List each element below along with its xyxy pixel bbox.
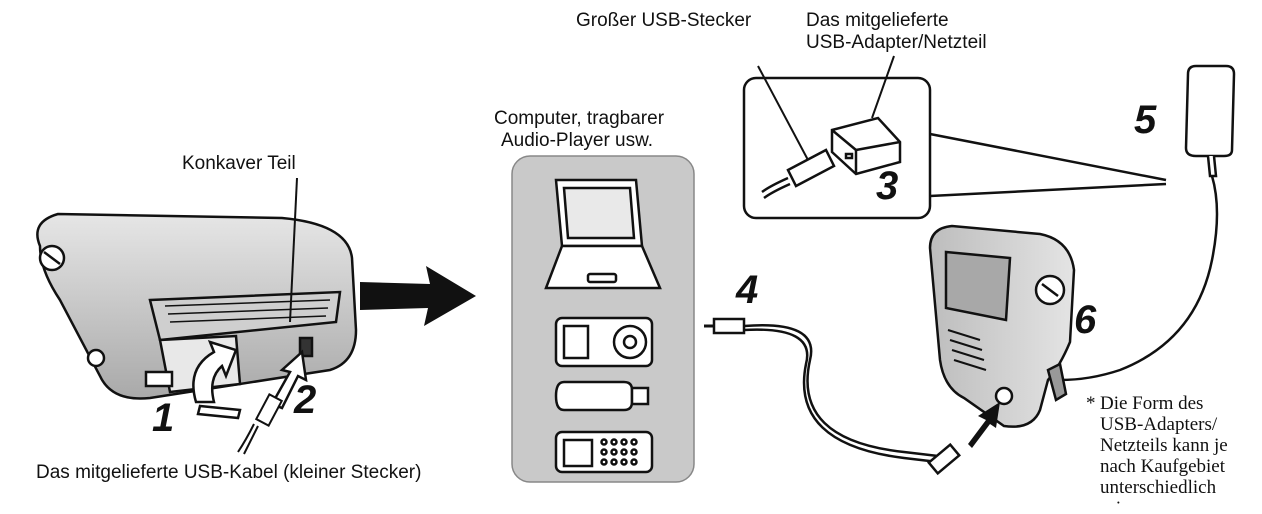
footnote-line: Die Form des xyxy=(1100,393,1204,414)
usb-adapter-icon xyxy=(830,116,902,176)
footnote-line: USB-Adapters/ xyxy=(1100,414,1218,435)
usb-cable-label: Das mitgelieferte USB-Kabel (kleiner Ste… xyxy=(36,462,422,483)
wall-adapter xyxy=(1059,64,1236,382)
footnote: * Die Form des USB-Adapters/ Netzteils k… xyxy=(1086,393,1260,505)
usb-stick-icon xyxy=(554,380,650,412)
main-direction-arrow xyxy=(360,266,476,326)
footnote-line: sein. xyxy=(1100,498,1260,505)
audio-cable xyxy=(704,317,961,476)
step1-arrow xyxy=(192,340,242,420)
step2-arrow xyxy=(270,349,308,410)
source-devices-label-line1: Computer, tragbarer xyxy=(494,108,665,129)
insert-arrow xyxy=(968,402,1000,448)
step-5: 5 xyxy=(1134,98,1157,142)
large-usb-plug-label: Großer USB-Stecker xyxy=(576,10,752,31)
adapter-pointer xyxy=(871,55,895,119)
zoom-inset xyxy=(742,76,1167,220)
large-plug-pointer xyxy=(757,65,809,161)
step-1: 1 xyxy=(152,396,175,440)
footnote-line: nach Kaufgebiet xyxy=(1100,456,1226,477)
source-devices-label-line2: Audio-Player usw. xyxy=(501,130,654,151)
step-2: 2 xyxy=(294,378,317,422)
footnote-marker: * xyxy=(1086,393,1096,414)
footnote-line: Netzteils kann je xyxy=(1100,435,1228,456)
media-player-icon xyxy=(554,316,654,368)
adapter-label-line1: Das mitgelieferte xyxy=(806,10,949,31)
laptop-icon xyxy=(544,178,662,290)
step-6: 6 xyxy=(1074,298,1097,342)
speaker-back-view xyxy=(36,212,358,400)
concave-part-pointer xyxy=(289,177,298,323)
adapter-label-line2: USB-Adapter/Netzteil xyxy=(806,32,987,53)
step-4: 4 xyxy=(736,268,759,312)
speaker-device-icon xyxy=(928,224,1076,428)
mobile-phone-icon xyxy=(554,430,654,474)
concave-part-label: Konkaver Teil xyxy=(182,153,296,174)
usb-cable-small-plug xyxy=(237,393,284,455)
step-3: 3 xyxy=(876,164,899,208)
footnote-line: unterschiedlich xyxy=(1100,477,1217,498)
large-usb-plug xyxy=(761,148,836,200)
